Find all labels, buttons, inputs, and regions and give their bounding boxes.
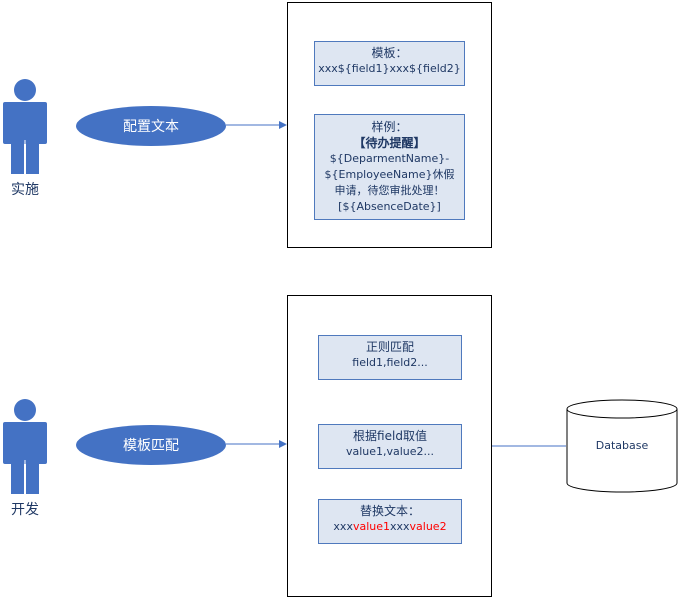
template-box-line: xxx${field1}xxx${field2} xyxy=(318,62,461,75)
template-box-title: 模板： xyxy=(371,46,408,60)
template-box: 模板： xxx${field1}xxx${field2} xyxy=(314,41,465,86)
example-box-line4: [${AbsenceDate}] xyxy=(338,200,441,213)
example-box: 样例： 【待办提醒】 ${DeparmentName}- ${EmployeeN… xyxy=(314,114,465,220)
replace-box-line: xxxvalue1xxxvalue2 xyxy=(319,519,461,534)
top-actor-icon xyxy=(3,79,47,174)
example-box-title: 样例： xyxy=(371,120,408,134)
example-box-heading: 【待办提醒】 xyxy=(353,136,426,150)
replace-segment-value: value1 xyxy=(352,520,390,533)
example-box-line1: ${DeparmentName}- xyxy=(329,152,450,165)
bottom-actor-label: 开发 xyxy=(11,502,39,518)
replace-segment: xxx xyxy=(333,520,353,533)
replace-segment: xxx xyxy=(390,520,410,533)
regex-box: 正则匹配 field1,field2... xyxy=(318,335,462,380)
value-box-title: 根据field取值 xyxy=(353,429,427,443)
template-match-node: 模板匹配 xyxy=(76,425,226,465)
regex-box-title: 正则匹配 xyxy=(365,340,414,354)
example-box-line2: ${EmployeeName}休假 xyxy=(324,168,455,181)
top-actor-label: 实施 xyxy=(11,182,39,198)
bottom-actor-icon xyxy=(3,399,47,494)
replace-box: 替换文本： xxxvalue1xxxvalue2 xyxy=(318,499,462,544)
replace-segment-value: value2 xyxy=(409,520,447,533)
configure-text-node: 配置文本 xyxy=(76,106,226,146)
example-box-line3: 申请，待您审批处理！ xyxy=(334,184,445,197)
value-box-line: value1,value2... xyxy=(345,445,435,458)
database-icon xyxy=(566,399,678,493)
regex-box-line: field1,field2... xyxy=(352,356,428,369)
replace-box-title: 替换文本： xyxy=(359,504,420,518)
database-label: Database xyxy=(595,439,649,452)
value-box: 根据field取值 value1,value2... xyxy=(318,424,462,469)
